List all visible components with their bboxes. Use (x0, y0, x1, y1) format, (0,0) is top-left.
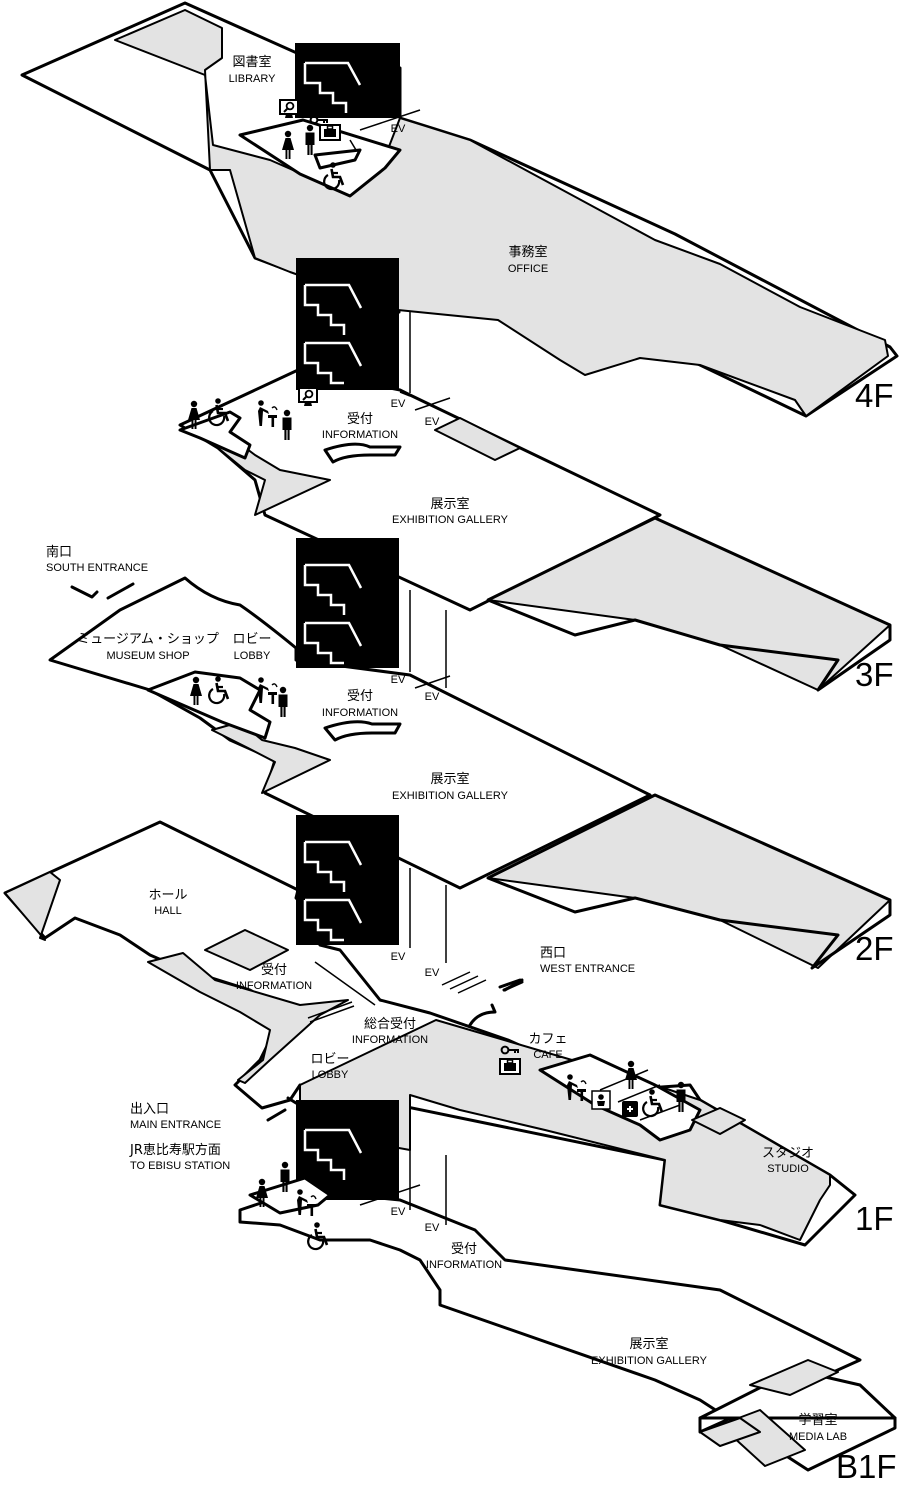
first-aid-icon (621, 1100, 639, 1118)
label-medialab-en: MEDIA LAB (789, 1431, 847, 1443)
label-shop-ja: ミュージアム・ショップ (77, 632, 219, 647)
label-lobby-2f-ja: ロビー (232, 632, 271, 647)
label-ev-b1f-1: EV (391, 1206, 406, 1218)
label-ev-2f-1: EV (391, 674, 406, 686)
floor-2f-east-wing (486, 793, 892, 970)
label-station-en: TO EBISU STATION (130, 1160, 230, 1172)
floor-1f (3, 815, 857, 1247)
label-lobby-1f-ja: ロビー (310, 1052, 349, 1067)
label-lobby-2f-en: LOBBY (234, 650, 271, 662)
label-hall-ja: ホール (148, 888, 187, 903)
label-cafe-en: CAFE (533, 1049, 562, 1061)
label-library-en: LIBRARY (229, 73, 277, 85)
label-gallery-b1f-ja: 展示室 (629, 1336, 668, 1352)
label-south-entrance-ja: 南口 (46, 544, 72, 560)
label-gallery-2f-en: EXHIBITION GALLERY (392, 790, 509, 802)
label-ev-b1f-2: EV (425, 1222, 440, 1234)
label-lobby-1f-en: LOBBY (312, 1069, 349, 1081)
label-station-ja: JR恵比寿駅方面 (129, 1142, 221, 1158)
label-info-2f-en: INFORMATION (322, 707, 398, 719)
baby-changing-icon (591, 1090, 611, 1110)
label-info-2f-ja: 受付 (347, 689, 373, 704)
label-south-entrance-en: SOUTH ENTRANCE (46, 562, 148, 574)
floor-b1f (238, 1100, 897, 1472)
floor-3f-east-wing (486, 516, 892, 692)
label-ev-4f: EV (391, 123, 406, 135)
label-gallery-2f-ja: 展示室 (430, 771, 469, 787)
label-info-b1f-ja: 受付 (451, 1242, 477, 1257)
staircase-1f (296, 815, 399, 945)
label-info-3f-ja: 受付 (347, 412, 373, 427)
staircase-4f (295, 43, 400, 118)
west-entrance-arrow-icon (503, 978, 524, 992)
label-gallery-b1f-en: EXHIBITION GALLERY (591, 1355, 708, 1367)
label-main-entrance-ja: 出入口 (130, 1102, 169, 1117)
label-shop-en: MUSEUM SHOP (106, 650, 189, 662)
locker-icon (319, 124, 341, 141)
label-gallery-3f-ja: 展示室 (430, 496, 469, 512)
label-office-en: OFFICE (508, 263, 548, 275)
label-main-entrance-en: MAIN ENTRANCE (130, 1119, 221, 1131)
floor-4f (20, 1, 899, 418)
label-west-entrance-ja: 西口 (540, 946, 566, 961)
label-medialab-ja: 学習室 (798, 1412, 837, 1428)
label-cafe-ja: カフェ (528, 1032, 567, 1047)
label-hall-en: HALL (154, 905, 182, 917)
label-hall-info-en: INFORMATION (236, 980, 312, 992)
floor-label-b1f: B1F (836, 1448, 897, 1485)
main-entrance-arrow-icon (266, 1096, 298, 1122)
label-gallery-3f-en: EXHIBITION GALLERY (392, 514, 509, 526)
label-library-ja: 図書室 (232, 54, 271, 70)
label-west-entrance-en: WEST ENTRANCE (540, 963, 635, 975)
floor-2f (48, 538, 652, 890)
locker-icon (499, 1058, 521, 1075)
staircase-3f (296, 258, 399, 390)
label-ev-1f-2: EV (425, 967, 440, 979)
label-studio-ja: スタジオ (762, 1146, 814, 1161)
label-info-b1f-en: INFORMATION (426, 1259, 502, 1271)
label-studio-en: STUDIO (767, 1163, 809, 1175)
floor-label-4f: 4F (855, 377, 894, 414)
label-ev-1f-1: EV (391, 951, 406, 963)
label-ev-3f-2: EV (425, 416, 440, 428)
label-ev-2f-2: EV (425, 691, 440, 703)
label-info-3f-en: INFORMATION (322, 429, 398, 441)
label-hall-info-ja: 受付 (261, 963, 287, 978)
label-office-ja: 事務室 (508, 244, 547, 260)
floor-label-2f: 2F (855, 930, 894, 967)
floor-label-1f: 1F (855, 1200, 894, 1237)
floor-label-3f: 3F (855, 656, 894, 693)
staircase-2f (296, 538, 399, 668)
label-main-info-ja: 総合受付 (364, 1017, 416, 1032)
label-main-info-en: INFORMATION (352, 1034, 428, 1046)
label-ev-3f-1: EV (391, 398, 406, 410)
floor-3f (178, 258, 662, 612)
